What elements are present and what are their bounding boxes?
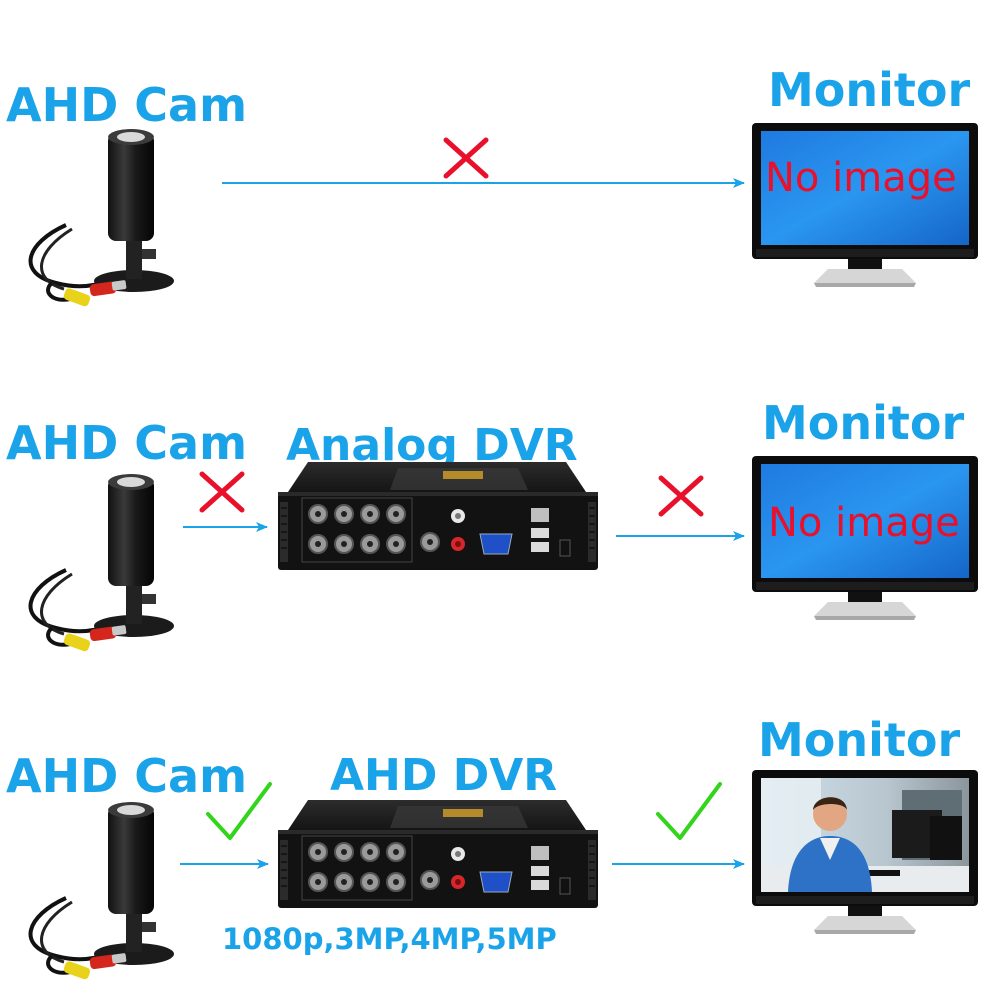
office-worker-image bbox=[761, 778, 969, 892]
ok-check-icon bbox=[204, 780, 274, 844]
ahd-camera-row2 bbox=[28, 472, 186, 658]
monitor-label-row3: Monitor bbox=[758, 713, 961, 767]
direct-connection-arrow bbox=[222, 170, 752, 200]
supported-resolutions: 1080p,3MP,4MP,5MP bbox=[222, 922, 557, 956]
cam-to-dvr-arrow-row2 bbox=[183, 514, 273, 540]
monitor-label-row2: Monitor bbox=[762, 396, 965, 450]
monitor-row1 bbox=[752, 123, 978, 289]
monitor-row2 bbox=[752, 456, 978, 622]
camera-label-row3: AHD Cam bbox=[6, 749, 248, 803]
ahd-dvr-device bbox=[277, 799, 599, 910]
no-image-text-row1: No image bbox=[765, 155, 957, 201]
monitor-label-row1: Monitor bbox=[768, 63, 971, 117]
ahd-camera-row3 bbox=[28, 800, 186, 986]
no-image-text-row2: No image bbox=[768, 500, 960, 546]
analog-dvr-device bbox=[277, 461, 599, 572]
fail-x-icon bbox=[442, 136, 490, 180]
dvr-to-monitor-arrow-row3 bbox=[612, 851, 752, 877]
camera-label-row1: AHD Cam bbox=[6, 78, 248, 132]
cam-to-dvr-arrow-row3 bbox=[180, 851, 275, 877]
fail-x-icon bbox=[657, 474, 705, 518]
dvr-label-row3: AHD DVR bbox=[330, 750, 558, 801]
ahd-camera-row1 bbox=[28, 127, 186, 313]
ok-check-icon bbox=[654, 780, 724, 844]
dvr-to-monitor-arrow-row2 bbox=[616, 523, 751, 549]
fail-x-icon bbox=[198, 470, 246, 514]
monitor-row3 bbox=[752, 770, 978, 936]
camera-label-row2: AHD Cam bbox=[6, 416, 248, 470]
